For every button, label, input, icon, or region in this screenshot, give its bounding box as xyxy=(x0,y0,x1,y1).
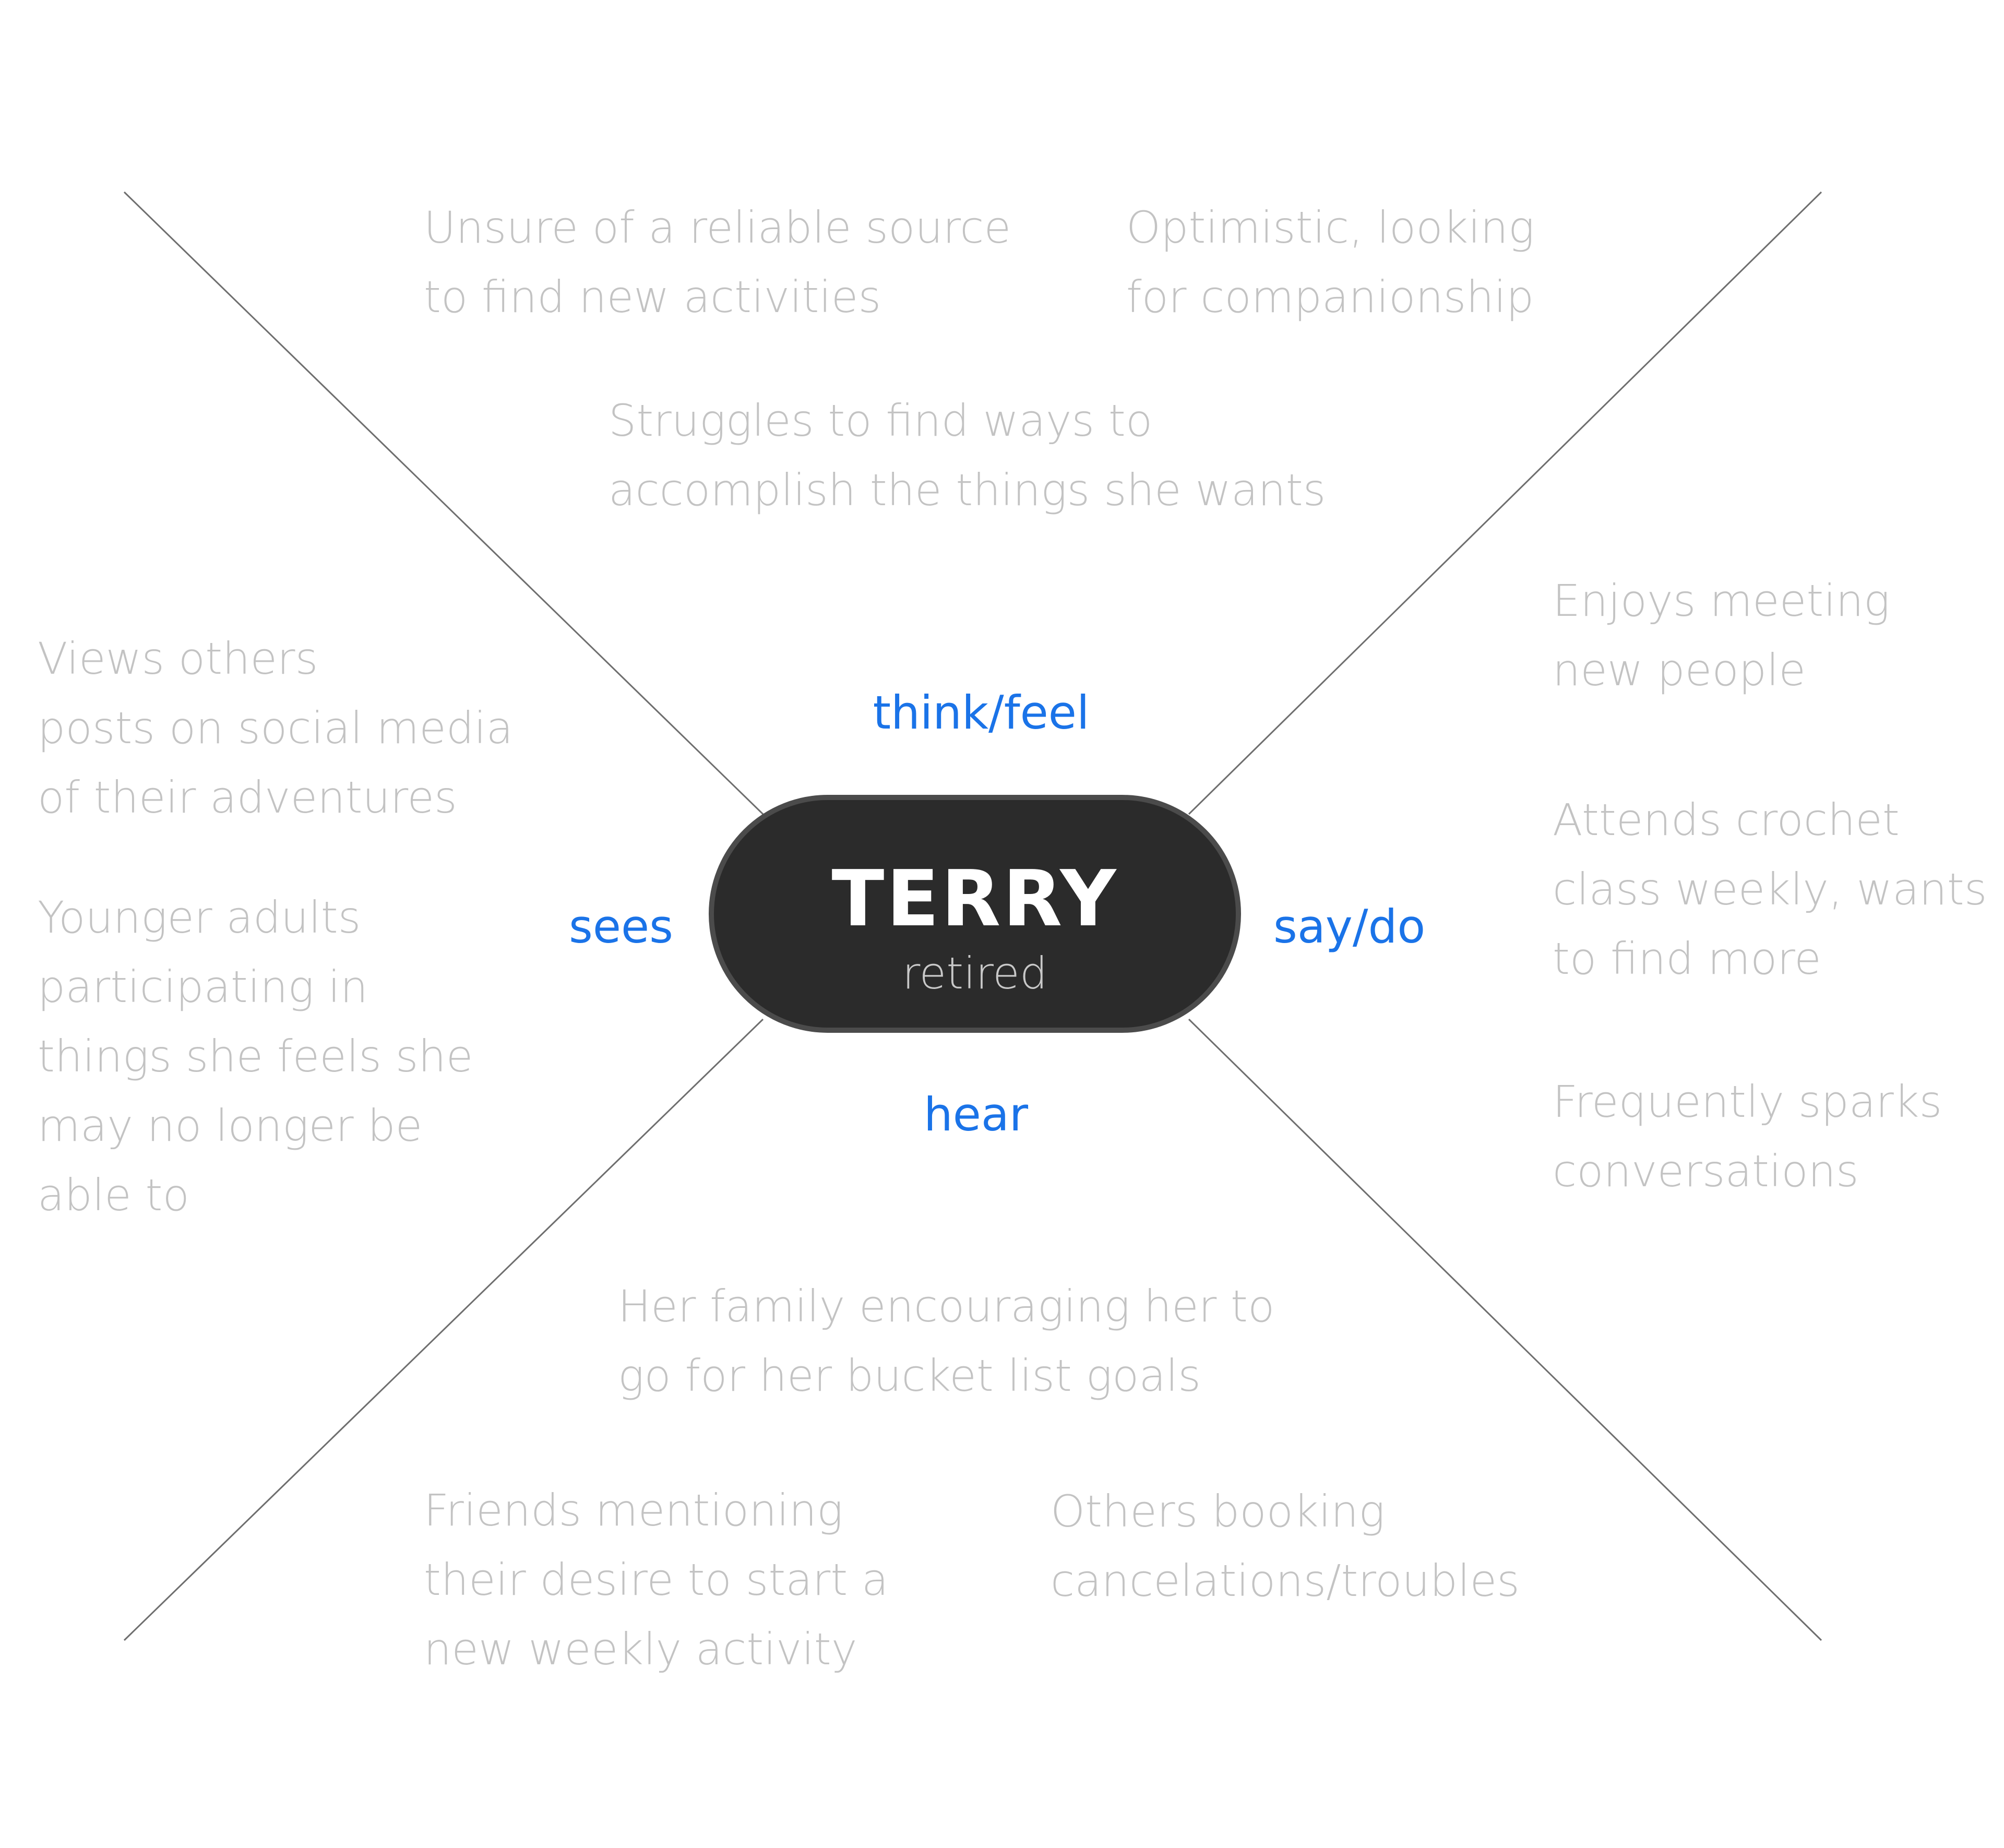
hear-label: hear xyxy=(923,1088,1029,1141)
think-feel-label: think/feel xyxy=(873,686,1090,740)
say-do-note-1: Enjoys meeting new people xyxy=(1553,575,1890,696)
persona-role: retired xyxy=(902,948,1048,999)
sees-note-2: Younger adults participating in things s… xyxy=(38,892,473,1221)
say-do-label: say/do xyxy=(1273,900,1426,953)
think-feel-note-2: Optimistic, looking for companionship xyxy=(1126,202,1535,323)
hear-note-2: Friends mentioning their desire to start… xyxy=(424,1485,889,1675)
hear-note-3: Others booking cancelations/troubles xyxy=(1051,1486,1520,1606)
sees-note-1: Views others posts on social media of th… xyxy=(38,633,514,823)
think-feel-note-3: Struggles to find ways to accomplish the… xyxy=(609,395,1326,516)
sees-label: sees xyxy=(569,900,673,953)
say-do-note-3: Frequently sparks conversations xyxy=(1553,1076,1942,1197)
persona-badge: TERRY retired xyxy=(709,795,1241,1033)
divider-bottom-left xyxy=(123,1018,764,1641)
divider-top-right xyxy=(1188,191,1822,815)
persona-name: TERRY xyxy=(831,854,1118,944)
hear-note-1: Her family encouraging her to go for her… xyxy=(618,1281,1275,1401)
think-feel-note-1: Unsure of a reliable source to find new … xyxy=(424,202,1011,323)
divider-bottom-right xyxy=(1188,1018,1822,1641)
divider-top-left xyxy=(123,191,764,815)
say-do-note-2: Attends crochet class weekly, wants to f… xyxy=(1553,794,1987,984)
